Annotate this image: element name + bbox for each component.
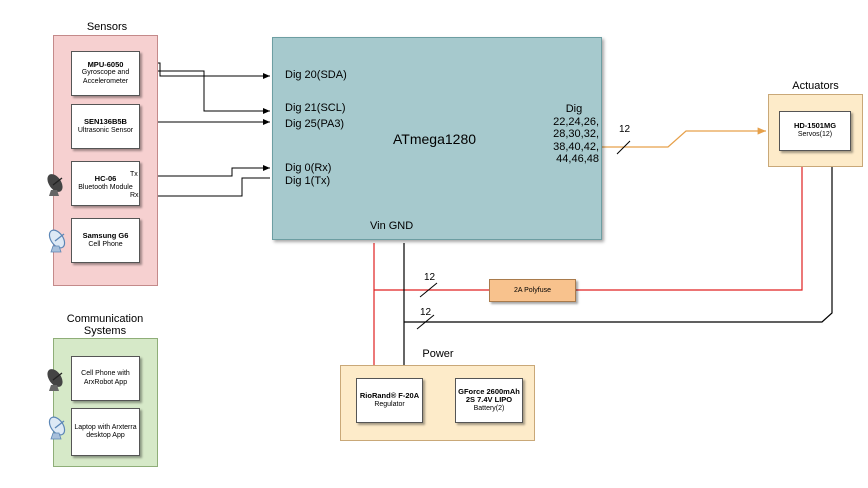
- satellite-dish-icon: [47, 174, 63, 196]
- pin-dig25-label: Dig 25(PA3): [285, 118, 345, 130]
- satellite-dish-icon: [48, 229, 66, 253]
- servo-desc: Servos(12): [797, 131, 833, 139]
- comm-desc: Cell Phone with ArxRobot App: [81, 370, 130, 386]
- pin-dig1-label: Dig 1(Tx): [285, 175, 331, 187]
- pin-dig0-label: Dig 0(Rx): [285, 162, 332, 174]
- servo-bus-line: [602, 127, 766, 148]
- battery-name: GForce 2600mAh 2S 7.4V LIPO: [458, 386, 520, 405]
- servo-name: HD-1501MG: [793, 121, 837, 131]
- power-title: Power: [422, 348, 454, 360]
- wire-dig1-hc06-rx: [142, 177, 270, 199]
- comm-cellphone: Cell Phone with ArxRobot App: [71, 356, 140, 401]
- comm-desc: Laptop with Arxterra desktop App: [74, 423, 137, 439]
- actuators-title: Actuators: [792, 80, 839, 92]
- polyfuse-block: 2A Polyfuse: [489, 279, 576, 302]
- sensor-mpu6050: MPU-6050 Gyroscope and Accelerometer: [71, 51, 140, 96]
- communication-title: Communication Systems: [60, 313, 150, 337]
- pin-dig20-label: Dig 20(SDA): [285, 69, 347, 81]
- sensor-name: MPU-6050: [87, 59, 124, 69]
- wire-mpu-dig20: [140, 62, 270, 79]
- comm-laptop: Laptop with Arxterra desktop App: [71, 408, 140, 456]
- sensor-ultrasonic: SEN136B5B Ultrasonic Sensor: [71, 104, 140, 149]
- wire-hc06-tx-dig0: [140, 165, 270, 177]
- pin-tx-label: Tx: [130, 171, 138, 178]
- satellite-dish-icon: [48, 416, 66, 440]
- mcu-block: [272, 37, 602, 240]
- pin-rx-label: Rx: [130, 192, 139, 199]
- servo-pin-line: 22,24,26,: [553, 115, 599, 128]
- servo-block: HD-1501MG Servos(12): [779, 111, 851, 151]
- servo-pin-line: 38,40,42,: [553, 140, 599, 153]
- sensor-name: SEN136B5B: [84, 116, 127, 126]
- ground-bus-wire: [404, 167, 833, 323]
- satellite-dish-icon: [47, 369, 63, 391]
- sensor-desc: Cell Phone: [88, 240, 123, 248]
- power-bus-count-2: 12: [420, 307, 432, 318]
- battery-desc: Battery(2): [473, 404, 505, 412]
- sensor-cellphone: Samsung G6 Cell Phone: [71, 218, 140, 263]
- regulator-name: RioRand® F-20A: [359, 390, 420, 400]
- power-bus-count-1: 12: [424, 272, 436, 283]
- mcu-name: ATmega1280: [393, 131, 477, 147]
- communication-title-line1: Communication: [66, 313, 144, 325]
- sensor-name: Samsung G6: [82, 230, 129, 240]
- servo-bus-count: 12: [619, 124, 631, 135]
- pin-power-label: Vin GND: [370, 220, 414, 232]
- regulator-desc: Regulator: [374, 400, 405, 408]
- battery-block: GForce 2600mAh 2S 7.4V LIPO Battery(2): [455, 378, 523, 423]
- positive-bus-wire-2: [576, 167, 803, 291]
- power-bus-slash-2: [416, 314, 435, 330]
- wire-mpu-dig21: [140, 70, 270, 114]
- servo-pin-line: Dig: [565, 103, 583, 115]
- sensors-title: Sensors: [86, 21, 128, 33]
- power-bus-slash-1: [419, 282, 438, 298]
- sensor-desc: Gyroscope and Accelerometer: [81, 69, 130, 85]
- regulator-block: RioRand® F-20A Regulator: [356, 378, 423, 423]
- sensor-desc: Ultrasonic Sensor: [77, 126, 134, 134]
- sensor-bluetooth: HC-06 Bluetooth Module: [71, 161, 140, 206]
- sensor-name: HC-06: [94, 173, 117, 183]
- pin-dig21-label: Dig 21(SCL): [285, 102, 346, 114]
- communication-title-line2: Systems: [83, 325, 127, 337]
- servo-pin-list: Dig 22,24,26, 28,30,32, 38,40,42, 44,46,…: [543, 103, 599, 166]
- servo-pin-line: 28,30,32,: [553, 128, 599, 140]
- servo-pin-line: 44,46,48: [556, 153, 599, 165]
- sensor-desc: Bluetooth Module: [78, 183, 133, 191]
- servo-bus-slash: [616, 140, 631, 155]
